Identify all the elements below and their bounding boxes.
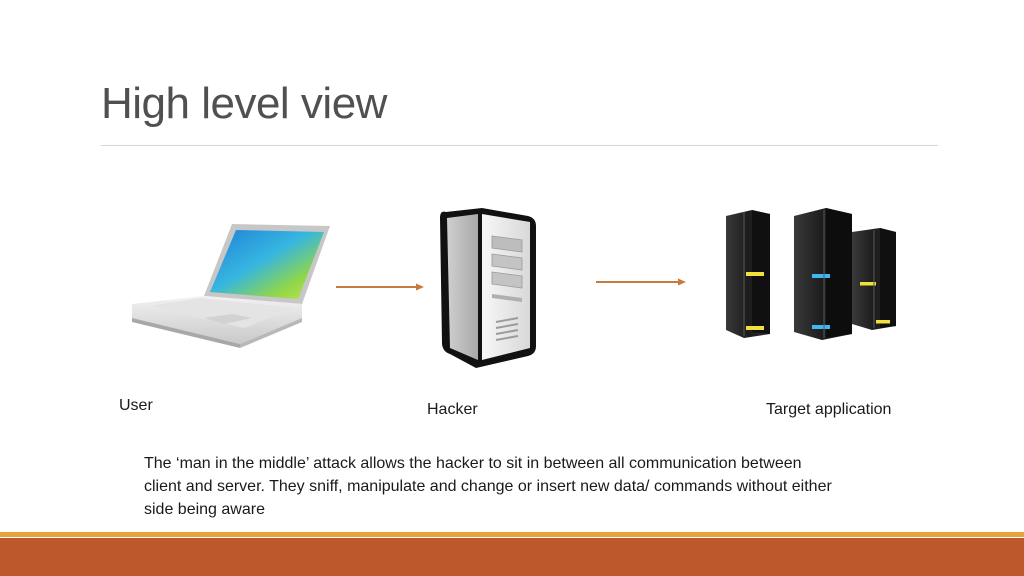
footer-accent-bar — [0, 532, 1024, 537]
arrow-hacker-to-target — [596, 278, 686, 286]
node-label-hacker: Hacker — [427, 401, 478, 418]
description-text: The ‘man in the middle’ attack allows th… — [144, 455, 832, 518]
server-rack-icon — [726, 208, 896, 340]
server-tower-icon — [440, 208, 536, 368]
title-divider — [101, 145, 938, 146]
laptop-icon — [132, 224, 330, 348]
node-label-user: User — [119, 397, 153, 414]
slide-title: High level view — [101, 79, 387, 128]
footer-bar — [0, 538, 1024, 576]
arrow-user-to-hacker — [336, 283, 424, 291]
node-label-target: Target application — [766, 401, 892, 418]
